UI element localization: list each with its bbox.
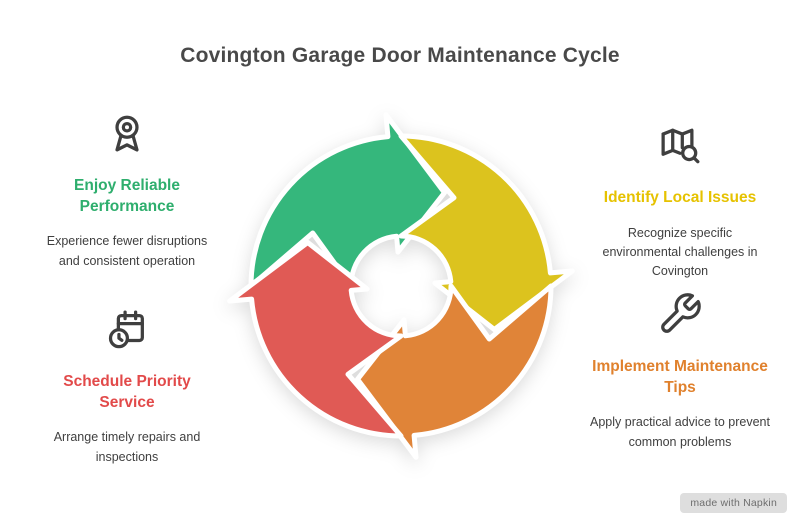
step-description: Recognize specific environmental challen… xyxy=(602,225,758,279)
step-heading: Identify Local Issues xyxy=(603,189,757,206)
cycle-arrow-yellow xyxy=(398,133,575,332)
step-description: Experience fewer disruptions and consist… xyxy=(46,234,208,268)
step-description: Apply practical advice to prevent common… xyxy=(590,415,770,449)
wrench-icon xyxy=(657,291,703,337)
calendar-clock-icon xyxy=(104,306,150,352)
medal-icon xyxy=(104,110,150,156)
step-heading: Schedule Priority Service xyxy=(63,373,191,411)
step-enjoy-reliable-performance: Enjoy Reliable Performance Experience fe… xyxy=(27,110,227,271)
map-search-icon xyxy=(657,122,703,168)
watermark-badge[interactable]: made with Napkin xyxy=(680,493,787,513)
cycle-arrow-green xyxy=(248,112,447,289)
step-identify-local-issues: Identify Local Issues Recognize specific… xyxy=(580,122,780,282)
cycle-arrows-diagram xyxy=(227,112,575,460)
step-schedule-priority-service: Schedule Priority Service Arrange timely… xyxy=(27,306,227,467)
cycle-arrow-orange xyxy=(355,283,554,460)
step-heading: Enjoy Reliable Performance xyxy=(74,177,180,215)
step-implement-maintenance-tips: Implement Maintenance Tips Apply practic… xyxy=(580,291,780,452)
step-heading: Implement Maintenance Tips xyxy=(592,358,768,396)
step-description: Arrange timely repairs and inspections xyxy=(53,430,201,464)
page-title: Covington Garage Door Maintenance Cycle xyxy=(180,44,620,67)
cycle-arrow-red xyxy=(227,240,404,439)
